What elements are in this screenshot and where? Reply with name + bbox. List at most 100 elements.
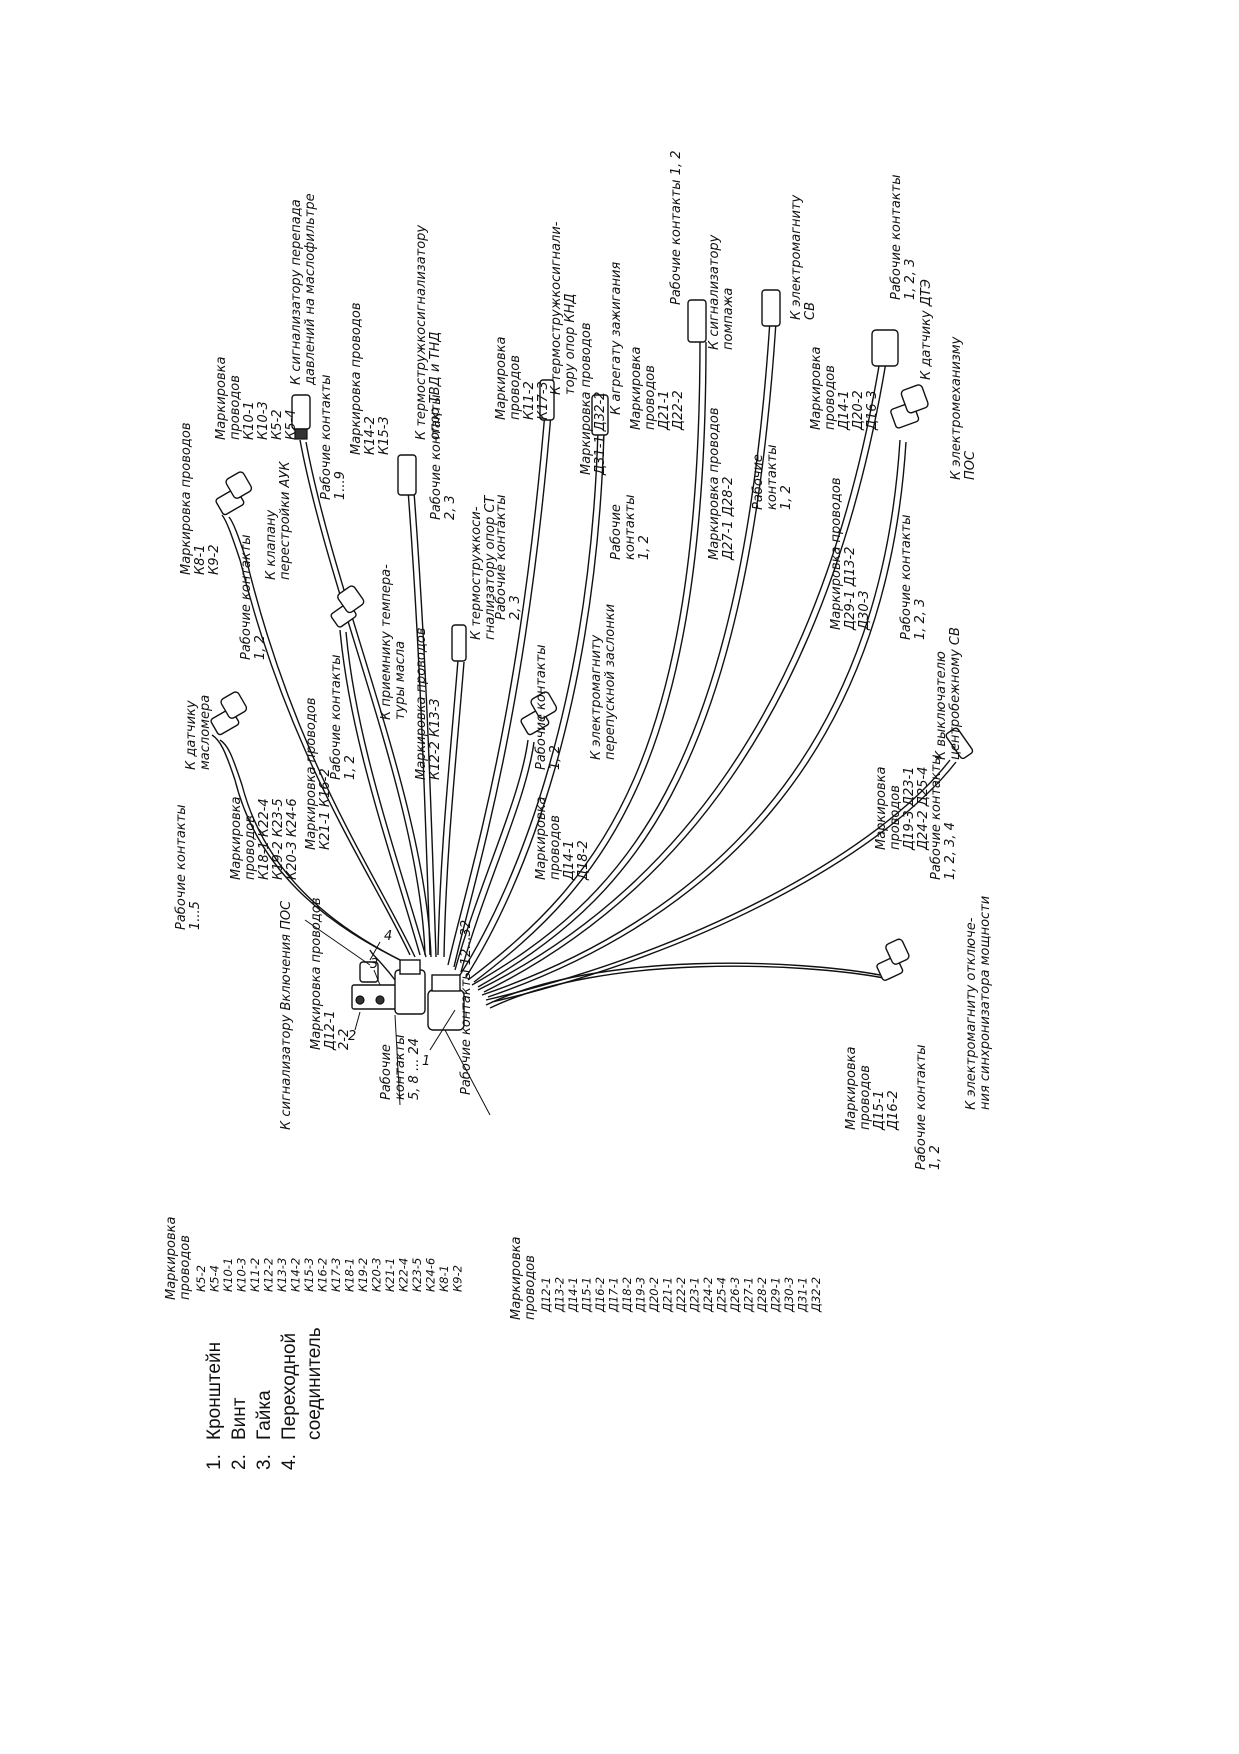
table-k-row: К10-1: [221, 1258, 235, 1292]
wire-to-sv-2: [477, 321, 777, 988]
label-line: Д31-1 Д32-2: [593, 392, 608, 476]
label-line: 1, 2: [548, 745, 563, 770]
label-line: 1, 2, 3: [903, 259, 918, 300]
callout-2: 2: [348, 1029, 356, 1044]
connector-pompazh: [687, 299, 707, 343]
connector-knd: [539, 379, 555, 421]
wire-to-zaslonka-2: [460, 741, 535, 973]
label-line: Маркировка проводов: [579, 323, 594, 475]
wire-to-perepad-2: [305, 441, 432, 958]
label-line: проводов: [508, 355, 523, 420]
wire-to-maslo-temp-2: [345, 631, 427, 958]
label-line: Д14-1: [562, 840, 577, 881]
label-line: 1, 2: [343, 755, 358, 780]
label-line: К17-3: [536, 381, 551, 420]
table-k-row: К5-4: [208, 1265, 222, 1292]
connector-perepad: [291, 394, 311, 440]
wire-to-cb-sv-2: [491, 761, 957, 1003]
table-k-row: К11-2: [248, 1258, 262, 1292]
label-line: Маркировка проводов: [304, 698, 319, 850]
end-connectors: [210, 289, 974, 982]
label-line: опор ТВД и ТНД: [428, 332, 443, 440]
table-d-row: Д31-1: [796, 1277, 810, 1313]
label-k-priemniku: К приемнику темпера-туры масла: [379, 564, 408, 720]
label-line: СВ: [803, 302, 818, 320]
label-line: К5-2: [270, 410, 285, 440]
label-line: проводов: [823, 365, 838, 430]
table-d-title-1: Маркировка: [509, 1237, 524, 1320]
label-line: контакты: [393, 1034, 408, 1100]
callout-3: 3: [370, 957, 378, 972]
wire-to-perepad: [299, 439, 426, 956]
label-line: К20-3 К24-6: [285, 798, 300, 880]
label-line: Д14-1: [837, 390, 852, 431]
label-line: ния синхронизатора мощности: [978, 896, 993, 1110]
label-line: проводов: [228, 375, 243, 440]
label-work-12-32: Рабочие контакты 12...32: [459, 920, 474, 1095]
callout-4: 4: [384, 929, 392, 944]
label-line: проводов: [643, 365, 658, 430]
label-line: ПОС: [963, 450, 978, 480]
table-d-row: Д16-2: [593, 1277, 607, 1313]
table-d-row: Д29-1: [769, 1277, 783, 1313]
table-d-row: Д15-1: [580, 1277, 594, 1313]
wire-to-sinkhr-2: [489, 965, 885, 1009]
label-line: масломера: [198, 695, 213, 770]
label-line: контакты: [765, 444, 780, 510]
label-line: К электромеханизму: [949, 336, 964, 480]
connector-tvd: [397, 454, 417, 496]
table-k-row: К16-2: [316, 1258, 330, 1292]
label-line: центробежному СВ: [948, 627, 963, 760]
label-line: 1, 2: [637, 535, 652, 560]
label-line: перепускной заслонки: [603, 604, 618, 760]
label-line: К термостружкоси-: [469, 506, 484, 640]
label-k-termostr-st: К термостружкоси-гнализатору опор СТ: [469, 495, 498, 640]
label-line: Д29-1 Д13-2: [843, 547, 858, 631]
connector-maslo-temp: [330, 585, 365, 628]
table-d-row: Д12-1: [539, 1277, 553, 1313]
label-line: Маркировка: [214, 357, 229, 440]
label-line: Маркировка проводов: [829, 478, 844, 630]
table-d-row: Д24-2: [701, 1277, 715, 1313]
wire-to-tvd: [407, 489, 431, 956]
label-line: 1...5: [188, 901, 203, 930]
connector-st: [451, 624, 467, 662]
label-line: Д16-3: [865, 390, 880, 431]
wire-to-sv: [471, 319, 771, 986]
label-line: Д21-1: [657, 390, 672, 431]
table-k-row: К24-6: [424, 1258, 438, 1292]
table-k-row: К20-3: [370, 1258, 384, 1292]
label-line: К5-4: [284, 410, 299, 440]
table-k-row: К15-3: [302, 1258, 316, 1292]
label-line: проводов: [548, 815, 563, 880]
label-line: Рабочие контакты: [429, 394, 444, 520]
connector-cb-sv: [945, 727, 974, 760]
table-k-row: К19-2: [356, 1258, 370, 1292]
legend-num-3: 3.: [254, 1454, 275, 1470]
label-line: К агрегату зажигания: [609, 262, 624, 415]
legend-label-1: Кронштейн: [204, 1342, 225, 1440]
connector-maslomer: [210, 691, 248, 736]
label-line: К датчику: [184, 700, 199, 770]
label-line: К9-2: [207, 545, 222, 575]
wire-to-maslomer-2: [219, 739, 405, 963]
label-line: Маркировка: [844, 1047, 859, 1130]
label-sig-pos: К сигнализатору Включения ПОС: [279, 900, 294, 1130]
label-line: Д30-3: [857, 590, 872, 631]
table-k-row: К17-3: [329, 1258, 343, 1292]
table-k-row: К10-3: [235, 1258, 249, 1292]
legend-num-1: 1.: [204, 1454, 225, 1470]
label-line: Рабочие контакты: [174, 804, 189, 930]
table-d-row: Д21-1: [661, 1277, 675, 1313]
connector-zaslonka: [520, 691, 558, 736]
legend-num-2: 2.: [229, 1454, 250, 1470]
table-d-row: Д18-2: [620, 1277, 634, 1313]
table-d-row: Д32-2: [809, 1277, 823, 1313]
